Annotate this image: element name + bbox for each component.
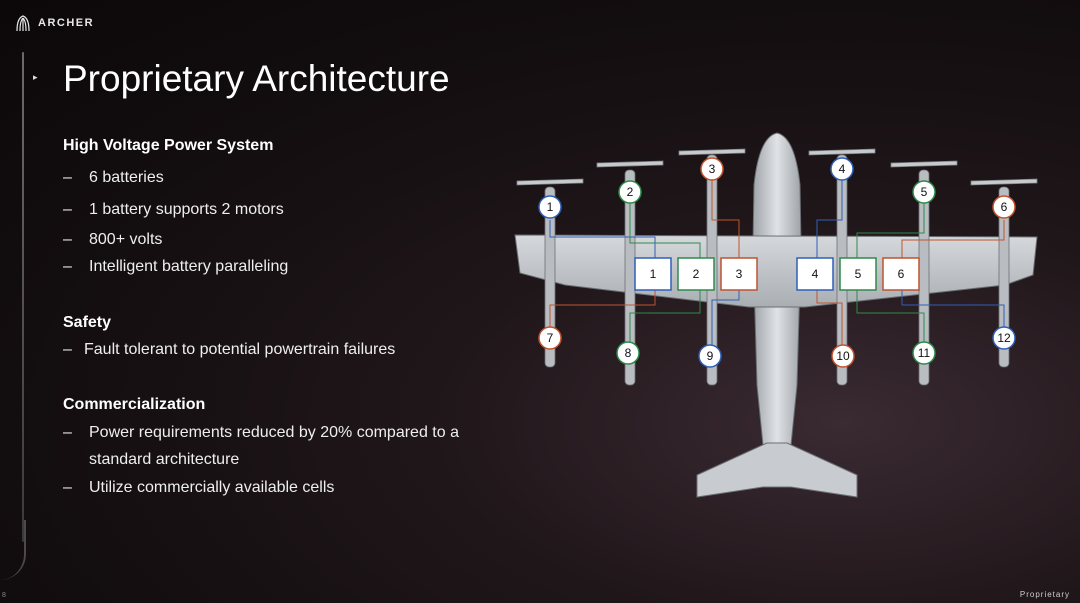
motor-3 [700, 157, 724, 181]
motor-10 [831, 344, 855, 368]
tail [696, 442, 858, 498]
section-heading-power: High Voltage Power System [63, 137, 274, 154]
svg-text:3: 3 [736, 267, 743, 281]
bullet: –Fault tolerant to potential powertrain … [63, 341, 396, 358]
archer-logo-icon [16, 15, 30, 32]
motor-6 [992, 195, 1016, 219]
motor-7 [538, 326, 562, 350]
battery-1 [634, 257, 672, 291]
bullet: –1 battery supports 2 motors [63, 201, 284, 218]
bullet: standard architecture [89, 451, 240, 468]
front-motors: 1 2 3 4 5 6 [538, 157, 1016, 219]
svg-text:2: 2 [627, 185, 634, 199]
battery-2 [677, 257, 715, 291]
svg-text:10: 10 [836, 349, 850, 363]
motor-1 [538, 195, 562, 219]
frame-curve [0, 520, 26, 580]
motor-4 [830, 157, 854, 181]
battery-6 [882, 257, 920, 291]
battery-3 [720, 257, 758, 291]
section-heading-safety: Safety [63, 314, 112, 331]
svg-text:12: 12 [997, 331, 1011, 345]
svg-text:5: 5 [921, 185, 928, 199]
bullet: –800+ volts [63, 231, 163, 248]
svg-text:11: 11 [918, 346, 931, 360]
wing [514, 234, 1038, 308]
motor-8 [616, 341, 640, 365]
motor-11 [912, 341, 936, 365]
svg-text:5: 5 [855, 267, 862, 281]
svg-text:3: 3 [709, 162, 716, 176]
motor-5 [912, 180, 936, 204]
aircraft-powertrain-diagram: 1 2 3 4 5 6 1 2 3 4 5 6 7 8 9 10 11 12 [514, 132, 1038, 498]
svg-text:8: 8 [625, 346, 632, 360]
motor-12 [992, 326, 1016, 350]
page-title: Proprietary Architecture [63, 58, 450, 99]
bullet: –6 batteries [63, 169, 164, 186]
battery-5 [839, 257, 877, 291]
footer-label: Proprietary [1019, 590, 1070, 599]
batteries: 1 2 3 4 5 6 [634, 257, 920, 291]
svg-text:2: 2 [693, 267, 700, 281]
svg-text:4: 4 [812, 267, 819, 281]
rear-motors: 7 8 9 10 11 12 [538, 326, 1016, 368]
bullet: –Utilize commercially available cells [63, 479, 335, 496]
motor-9 [698, 344, 722, 368]
archer-logo: ARCHER [14, 14, 94, 32]
frame-line [22, 52, 24, 542]
svg-text:1: 1 [650, 267, 657, 281]
page-number: 8 [2, 592, 6, 599]
title-marker-icon: ▸ [33, 72, 38, 82]
svg-text:4: 4 [839, 162, 846, 176]
svg-text:6: 6 [1001, 200, 1008, 214]
motor-2 [618, 180, 642, 204]
svg-text:7: 7 [547, 331, 554, 345]
svg-text:6: 6 [898, 267, 905, 281]
battery-4 [796, 257, 834, 291]
brand-name: ARCHER [38, 17, 95, 29]
section-heading-commercialization: Commercialization [63, 396, 206, 413]
bullet: –Power requirements reduced by 20% compa… [63, 424, 459, 441]
svg-text:9: 9 [707, 349, 714, 363]
svg-text:1: 1 [547, 200, 554, 214]
bullet: –Intelligent battery paralleling [63, 258, 289, 275]
